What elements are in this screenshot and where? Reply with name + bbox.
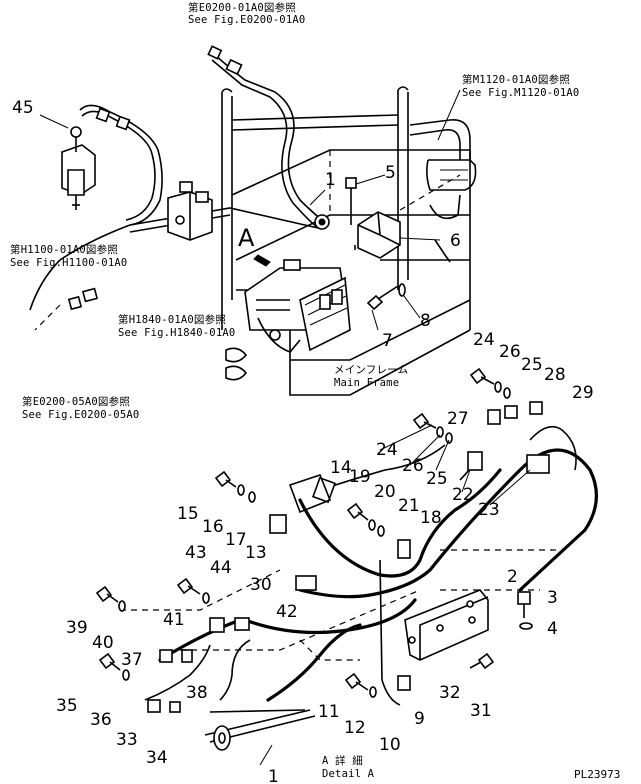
part-number: 25 [521,355,543,375]
part-number: 38 [186,683,208,703]
ref-center-en: See Fig.H1840-01A0 [118,327,235,339]
part-number: 25 [426,469,448,489]
detail-a-connectors [147,401,550,713]
ref-center-jp: 第H1840-01A0図参照 [118,313,226,326]
part-number: 34 [146,748,168,768]
part-number: 26 [499,342,521,362]
detail-caption-en: Detail A [322,768,375,780]
cab-frame-outline [221,86,477,396]
part-number: 2 [507,567,518,587]
part-number: 12 [344,718,366,738]
part-number: 26 [402,456,424,476]
ref-bottom-left-jp: 第E0200-05A0図参照 [22,395,130,408]
frame-label-en: Main Frame [334,377,399,389]
part-number: 33 [116,730,138,750]
part-number: 18 [420,508,442,528]
ref-left-en: See Fig.H1100-01A0 [10,257,127,269]
part-number: 24 [473,330,495,350]
ref-right-en: See Fig.M1120-01A0 [462,87,579,99]
detail-marker: A [238,224,255,252]
part-number: 20 [374,482,396,502]
drawing-id: PL23973 [574,768,620,781]
detail-a-bracket-2 [404,589,489,661]
ref-top-en: See Fig.E0200-01A0 [188,14,305,26]
part-number: 11 [318,702,340,722]
part-number: 32 [439,683,461,703]
detail-caption-jp: A 詳 細 [322,754,363,767]
part-number: 41 [163,610,185,630]
part-number: 13 [245,543,267,563]
ref-left-jp: 第H1100-01A0図参照 [10,243,118,256]
part-number: 15 [177,504,199,524]
part-number: 24 [376,440,398,460]
part-number: 23 [478,500,500,520]
bolt-5 [345,177,357,225]
part-number: 9 [414,709,425,729]
part-number: 17 [225,530,247,550]
ref-bottom-left-en: See Fig.E0200-05A0 [22,409,139,421]
reference-labels: 第E0200-01A0図参照 See Fig.E0200-01A0 第M1120… [10,1,620,781]
ref-right-jp: 第M1120-01A0図参照 [462,73,570,86]
part-number: 4 [547,619,558,639]
part-number-labels: 45 1 5 6 7 8 24 26 25 28 29 27 24 26 25 … [12,98,594,784]
part-number: 21 [398,496,420,516]
part-number: 1 [325,170,336,190]
valve-block [167,181,213,241]
part-number: 36 [90,710,112,730]
part-number: 42 [276,602,298,622]
part-number: 16 [202,517,224,537]
pressure-switch-45 [61,126,96,210]
part-number: 37 [121,650,143,670]
part-number: 22 [452,485,474,505]
part-number: 7 [382,331,393,351]
part-number: 40 [92,633,114,653]
part-number: 19 [349,467,371,487]
part-number: 30 [250,575,272,595]
part-number: 8 [420,311,431,331]
bolt-7-washer-8 [366,283,406,311]
ref-top-jp: 第E0200-01A0図参照 [188,1,296,14]
part-number: 43 [185,543,207,563]
part-number: 27 [447,409,469,429]
part-number: 1 [268,767,279,784]
leader-lines [39,89,531,766]
part-number: 39 [66,618,88,638]
part-number: 14 [330,458,352,478]
part-number: 29 [572,383,594,403]
fuse-box-assembly [225,254,351,381]
part-number: 6 [450,231,461,251]
frame-label-jp: メインフレーム [334,364,408,376]
part-number: 5 [385,163,396,183]
part-number: 45 [12,98,34,118]
detail-a-fasteners [95,367,533,698]
part-number: 28 [544,365,566,385]
controller-box-6 [354,211,401,259]
part-number: 44 [210,558,232,578]
part-number: 35 [56,696,78,716]
part-number: 3 [547,588,558,608]
part-number: 31 [470,701,492,721]
part-number: 10 [379,735,401,755]
